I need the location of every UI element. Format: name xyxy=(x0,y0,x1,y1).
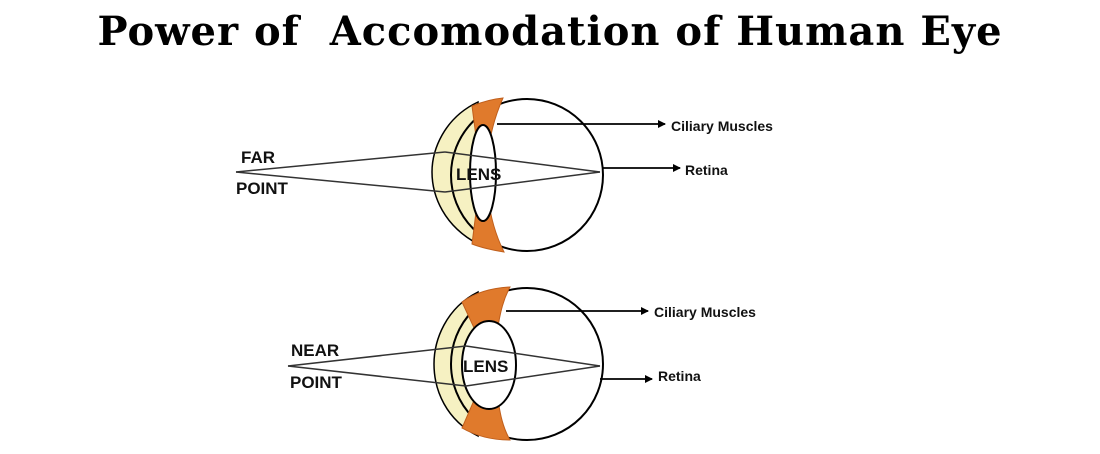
near-point-eye-diagram: NEAR POINT LENS Ciliary Muscles Retina xyxy=(287,286,756,441)
far-point-label-line2: POINT xyxy=(236,179,289,198)
near-point-label-line2: POINT xyxy=(290,373,343,392)
far-point-eye-diagram: FAR POINT LENS Ciliary Muscles Retina xyxy=(235,97,773,253)
lens-top xyxy=(469,124,497,222)
ray-bottom-lower xyxy=(287,365,467,387)
far-point-label-line1: FAR xyxy=(241,148,275,167)
retina-label-top: Retina xyxy=(685,162,728,178)
ray-top-upper xyxy=(235,151,446,173)
ray-top-lower-inside xyxy=(444,171,601,193)
ray-top-upper-inside xyxy=(444,151,601,173)
lens-label-top: LENS xyxy=(456,165,501,184)
cornea-top xyxy=(431,100,479,246)
near-point-label-line1: NEAR xyxy=(291,341,339,360)
ray-bottom-upper-inside xyxy=(465,345,601,367)
retina-label-bottom: Retina xyxy=(658,368,701,384)
page-title: Power of Accomodation of Human Eye xyxy=(97,8,1003,55)
ray-top-lower xyxy=(235,171,446,193)
lens-bottom xyxy=(461,320,517,410)
ciliary-muscles-label-bottom: Ciliary Muscles xyxy=(654,304,756,320)
eyeball-top xyxy=(450,98,604,252)
ciliary-muscle-bottom-lower xyxy=(461,397,511,441)
eyeball-bottom xyxy=(450,287,604,441)
lens-label-bottom: LENS xyxy=(463,357,508,376)
cornea-bottom xyxy=(433,290,479,438)
ray-bottom-upper xyxy=(287,345,467,367)
ciliary-muscles-label-top: Ciliary Muscles xyxy=(671,118,773,134)
ray-bottom-lower-inside xyxy=(465,365,601,387)
